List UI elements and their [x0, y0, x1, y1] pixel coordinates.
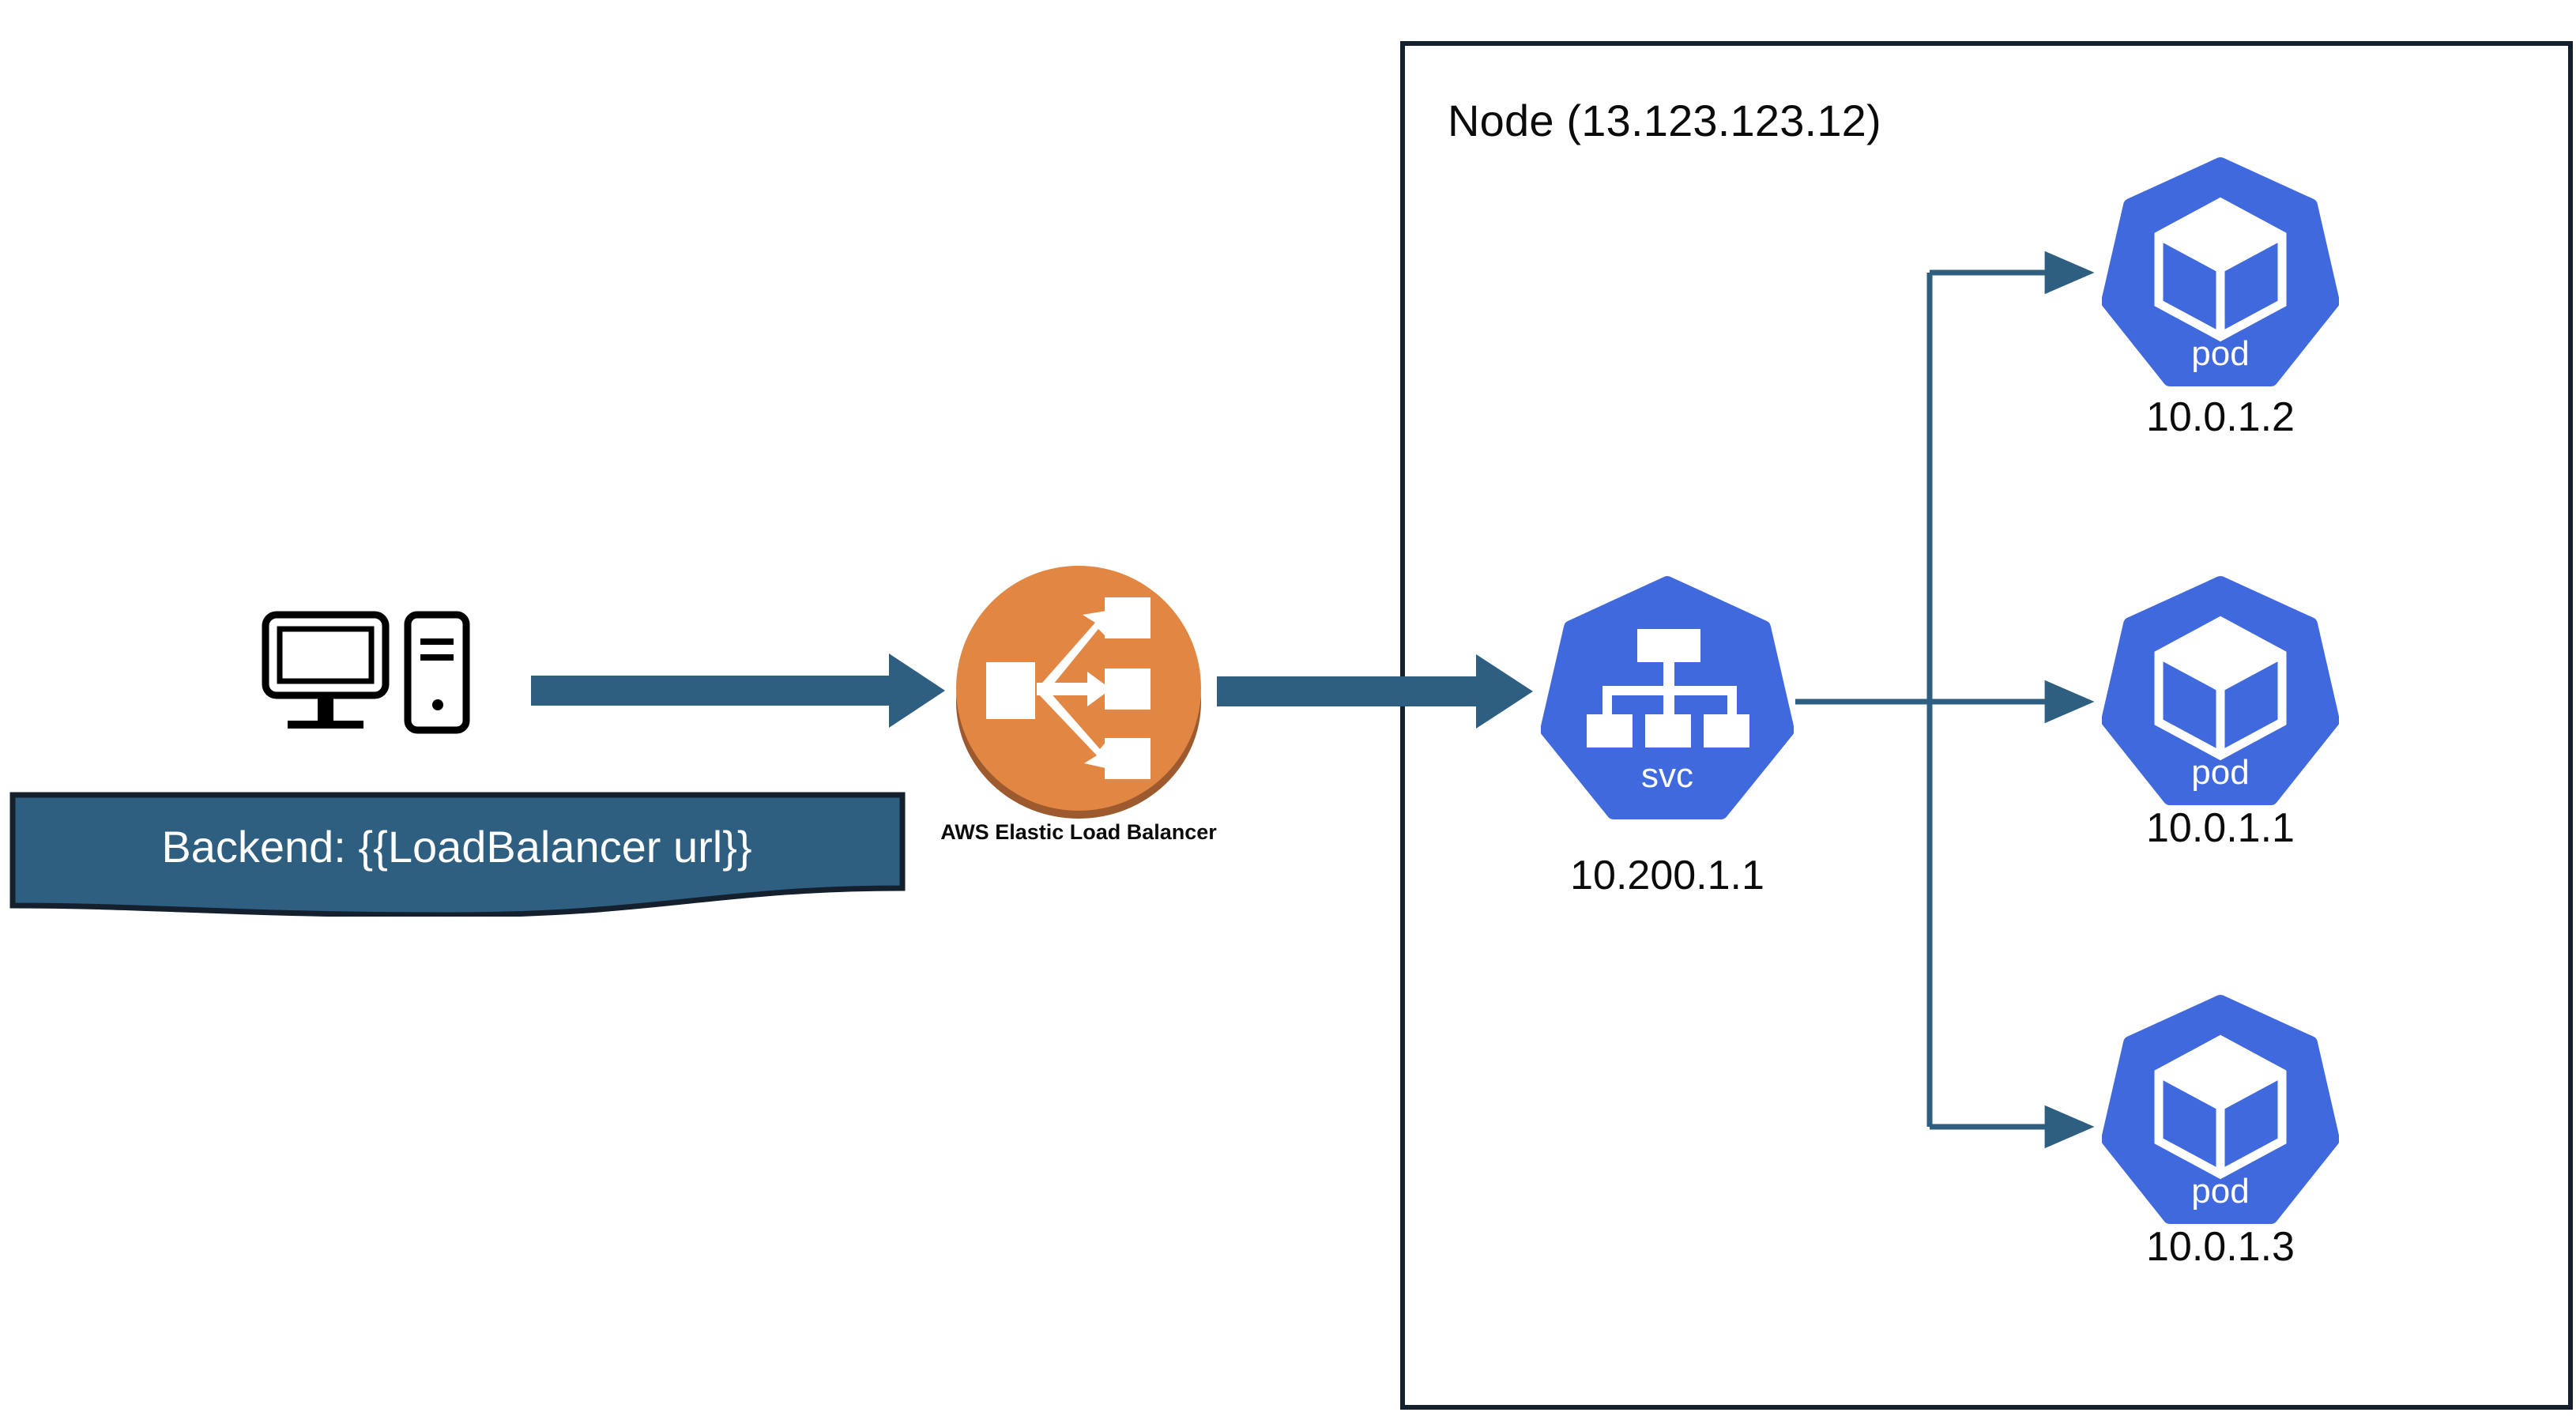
pod-ip-label: 10.0.1.1 [2146, 805, 2295, 851]
kubernetes-pod-icon: pod [2102, 157, 2339, 386]
desktop-computer-icon [262, 611, 470, 734]
arrow-client-to-load-balancer [531, 653, 945, 728]
pod-ip-label: 10.0.1.2 [2146, 394, 2295, 440]
pod-icon-label: pod [2191, 334, 2249, 373]
pod-icon-label: pod [2191, 1172, 2249, 1211]
aws-elastic-load-balancer-icon [956, 566, 1201, 819]
node-title: Node (13.123.123.12) [1448, 96, 1881, 145]
pod-icon-label: pod [2191, 753, 2249, 792]
kubernetes-service-icon: svc [1541, 576, 1794, 819]
pod-ip-label: 10.0.1.3 [2146, 1224, 2295, 1270]
service-icon-label: svc [1641, 756, 1693, 795]
service-ip-label: 10.200.1.1 [1570, 853, 1764, 898]
load-balancer-label: AWS Elastic Load Balancer [940, 820, 1217, 844]
kubernetes-pod-icon: pod [2102, 576, 2339, 805]
banner-ribbon [9, 792, 906, 917]
kubernetes-pod-icon: pod [2102, 995, 2339, 1224]
